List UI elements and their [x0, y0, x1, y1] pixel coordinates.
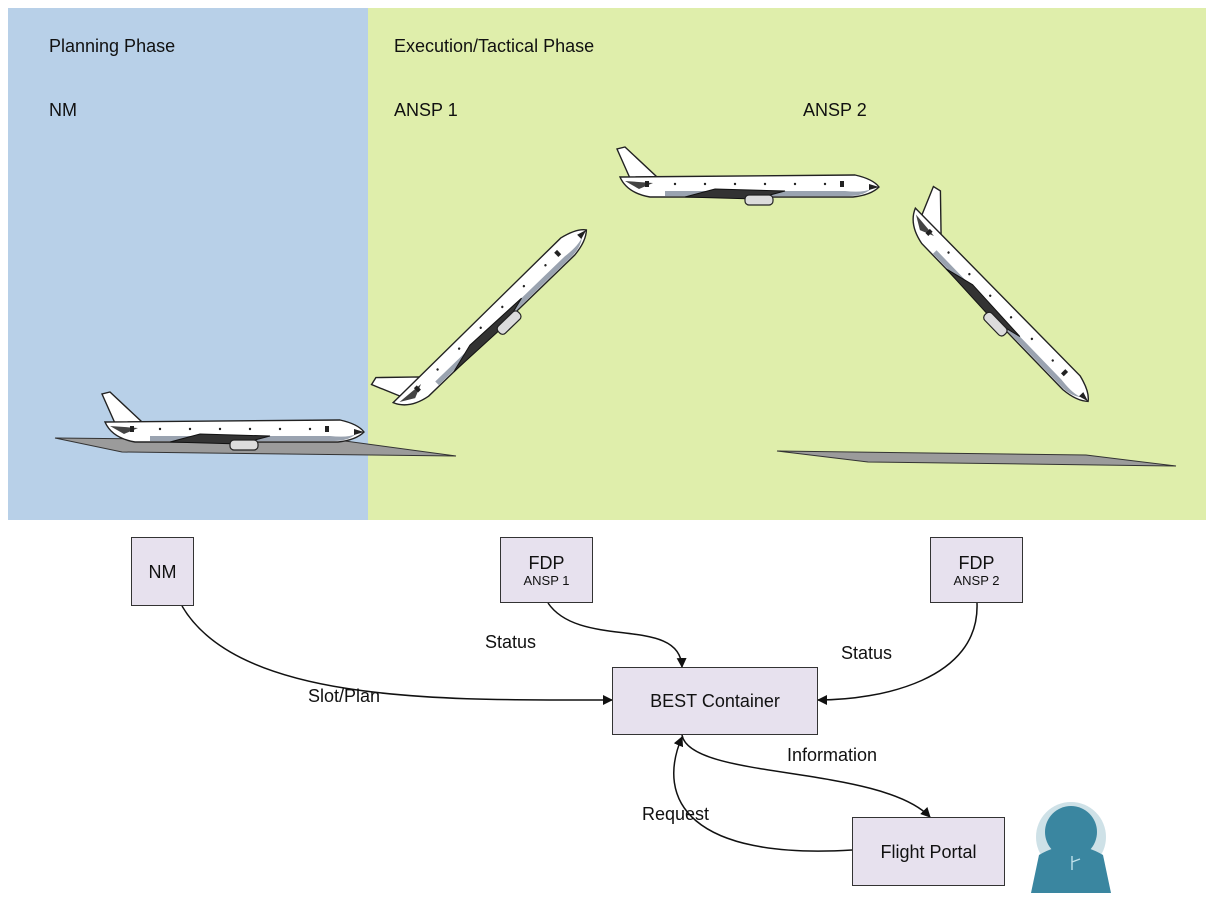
- runway-arrival: [776, 450, 1177, 467]
- aircraft-descending-icon: [892, 184, 1118, 415]
- aircraft-cruising-icon: [616, 146, 880, 206]
- edge-container-to-portal: [681, 734, 931, 818]
- edge-fdp1-to-container: [547, 602, 687, 668]
- node-best-container: BEST Container: [612, 667, 818, 735]
- node-fdp-ansp1-sub: ANSP 1: [523, 572, 570, 588]
- edge-nm-to-container: [181, 605, 613, 706]
- node-fdp-ansp1: FDP ANSP 1: [500, 537, 593, 603]
- node-nm-label: NM: [148, 561, 177, 582]
- edge-label-slot-plan: Slot/Plan: [308, 686, 381, 706]
- planning-phase-title: Planning Phase: [49, 36, 176, 56]
- execution-actor1-label: ANSP 1: [394, 100, 458, 120]
- planning-actor-label: NM: [49, 100, 77, 120]
- edge-label-request: Request: [642, 804, 710, 824]
- aircraft-climbing-icon: [369, 200, 600, 426]
- node-fdp-ansp2-sub: ANSP 2: [953, 572, 1000, 588]
- node-fdp-ansp1-label: FDP: [528, 552, 565, 573]
- execution-phase-panel: [368, 8, 1206, 520]
- edge-label-status-ansp1: Status: [485, 632, 537, 652]
- aircraft-taxiing-icon: [101, 391, 365, 451]
- edge-label-status-ansp2: Status: [841, 643, 893, 663]
- user-person-icon: [1031, 802, 1111, 893]
- node-nm: NM: [131, 537, 194, 606]
- node-flight-portal-label: Flight Portal: [880, 841, 977, 862]
- node-fdp-ansp2-label: FDP: [958, 552, 995, 573]
- edge-fdp2-to-container: [817, 602, 978, 705]
- execution-phase-title: Execution/Tactical Phase: [394, 36, 595, 56]
- execution-actor2-label: ANSP 2: [803, 100, 867, 120]
- node-fdp-ansp2: FDP ANSP 2: [930, 537, 1023, 603]
- edge-label-information: Information: [787, 745, 878, 765]
- node-best-container-label: BEST Container: [650, 691, 780, 711]
- node-flight-portal: Flight Portal: [852, 817, 1005, 886]
- edge-portal-to-container: [673, 736, 853, 852]
